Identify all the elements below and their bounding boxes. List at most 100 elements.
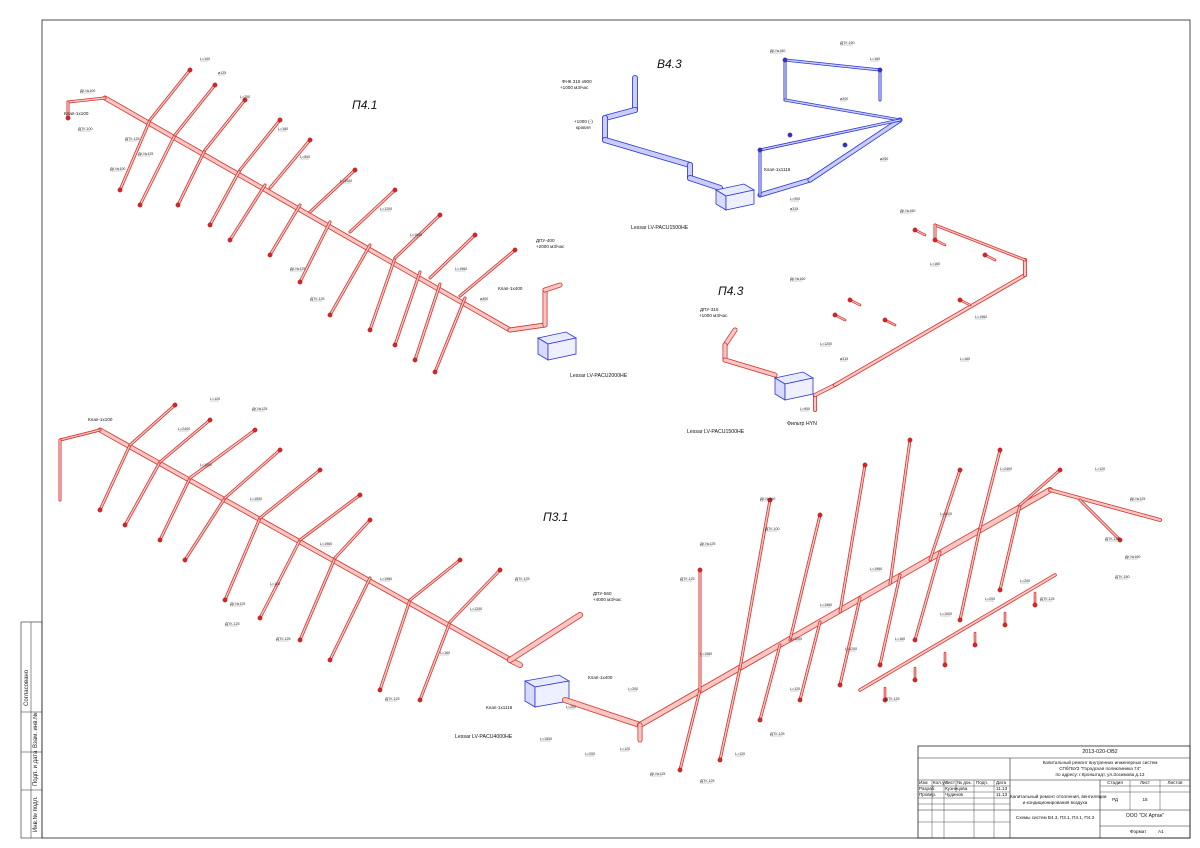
stage-header: Стадия (1107, 780, 1123, 785)
terminal-diffuser (212, 82, 218, 88)
dimension-text: L=1200 (790, 637, 802, 641)
dimension-text: ДК №160 (770, 49, 785, 53)
dimension-text: L=120 (1095, 467, 1105, 471)
duct-fill (239, 119, 281, 171)
dimension-text: ДПУ-125 (1040, 597, 1055, 601)
dimension-text: L=1500 (250, 497, 262, 501)
air-note-p31-flow: +4000 м3/час (593, 597, 622, 602)
equipment-label-p31: Lessar LV-PACU4000HE (455, 734, 513, 740)
duct-fill (209, 169, 241, 226)
duct-fill (833, 273, 1027, 387)
terminal-diffuser (697, 567, 703, 573)
dimension-text: L=100 (200, 57, 210, 61)
side-agreed-label: Согласовано (24, 669, 30, 706)
dimension-text: L=200 (240, 95, 250, 99)
duct-fill (369, 257, 396, 331)
dimension-text: ø315 (840, 357, 848, 361)
dimension-text: ДПУ-125 (1105, 537, 1120, 541)
terminal-diffuser (957, 467, 963, 473)
dimension-text: L=200 (628, 687, 638, 691)
dimension-text: ДК №125 (230, 602, 245, 606)
system-label-p31: П3.1 (543, 510, 569, 524)
dimension-text: L=900 (790, 197, 800, 201)
duct-fill (139, 134, 176, 206)
duct-fill (59, 429, 101, 441)
terminal-diffuser (367, 327, 373, 333)
terminal-diffuser (297, 279, 303, 285)
duct-fill (789, 514, 821, 641)
side-inv-label: Инв.№ подл. (33, 796, 39, 832)
terminal-diffuser (797, 697, 803, 703)
terminal-diffuser (277, 117, 283, 123)
duct-fill (813, 383, 837, 397)
work-line-2: и кондиционирования воздуха (1022, 800, 1088, 805)
valve-label-p41-left: Клап-1x100 (64, 111, 89, 116)
equipment-label-v43: Lessar LV-PACU1500HE (631, 225, 689, 231)
format-value: А1 (1158, 829, 1164, 834)
terminal-diffuser (122, 522, 128, 528)
dimension-text: L=1500 (540, 737, 552, 741)
valve-label-p31-a: Клап-1x400 (588, 675, 613, 680)
dimension-text: ДПУ-125 (680, 577, 695, 581)
terminal-diffuser (457, 557, 463, 563)
duct-fill (934, 224, 1026, 261)
duct-fill (784, 59, 881, 71)
system-label-p43: П4.3 (718, 284, 744, 298)
work-line-1: Капитальный ремонт отопления, вентиляции (1010, 794, 1107, 799)
dimension-text: ДПУ-125 (125, 137, 140, 141)
duct-fill (149, 69, 191, 121)
terminal-diffuser (997, 447, 1003, 453)
terminal-diffuser (677, 767, 683, 773)
duct-fill (759, 119, 901, 151)
duct-fill (687, 175, 723, 191)
terminal-diffuser (65, 115, 71, 121)
terminal-diffuser (882, 317, 888, 323)
dimension-text: L=160 (440, 651, 450, 655)
duct-fill (174, 84, 216, 136)
role-checker: Провер. (919, 792, 937, 797)
duct-fill (1019, 469, 1061, 506)
duct-fill (959, 527, 981, 621)
terminal-diffuser (877, 67, 883, 73)
duct-fill (159, 419, 211, 463)
terminal-diffuser (787, 132, 793, 138)
duct-fill (177, 149, 206, 206)
terminal-diffuser (497, 567, 503, 573)
dimension-text: ДК №160 (760, 497, 775, 501)
terminal-diffuser (117, 187, 123, 193)
dimension-text: ДК №125 (290, 267, 305, 271)
duct-fill (979, 449, 1001, 529)
dimension-text: L=120 (790, 687, 800, 691)
valve-label-p31-b: Клап-1x1116 (486, 705, 513, 710)
dimension-text: ДК №125 (1130, 497, 1145, 501)
valve-label-p41: Клап-1x400 (498, 286, 523, 291)
dimension-text: ДПУ-125 (885, 697, 900, 701)
valve-label-v43: Клап-1x1116 (764, 167, 791, 172)
dimension-text: L=160 (895, 637, 905, 641)
date-developer: 11.13 (996, 786, 1008, 791)
air-note-v43-flow: +1000 м3/час (560, 85, 589, 90)
dimension-text: L=120 (735, 752, 745, 756)
air-note-p41: ДПУ-400 (536, 238, 555, 243)
terminal-diffuser (377, 687, 383, 693)
sheet-header: Лист (1140, 780, 1150, 785)
dimension-text: L=1200 (470, 607, 482, 611)
terminal-diffuser (437, 212, 443, 218)
terminal-diffuser (842, 142, 848, 148)
duct-fill (159, 477, 191, 541)
dimension-text: L=1960 (320, 542, 332, 546)
terminal-diffuser (252, 427, 258, 433)
role-developer: Разраб. (919, 786, 936, 791)
duct-fill (602, 107, 638, 121)
dimension-text: ДК №100 (80, 89, 95, 93)
company-name: ООО "СК Артан" (1125, 813, 1165, 819)
duct-fill (449, 569, 501, 623)
terminal-diffuser (327, 312, 333, 318)
terminal-diffuser (912, 227, 918, 233)
dimension-text: ø250 (880, 157, 888, 161)
terminal-diffuser (137, 202, 143, 208)
dimension-text: L=500 (300, 155, 310, 159)
col-izm: Изм (919, 780, 928, 785)
